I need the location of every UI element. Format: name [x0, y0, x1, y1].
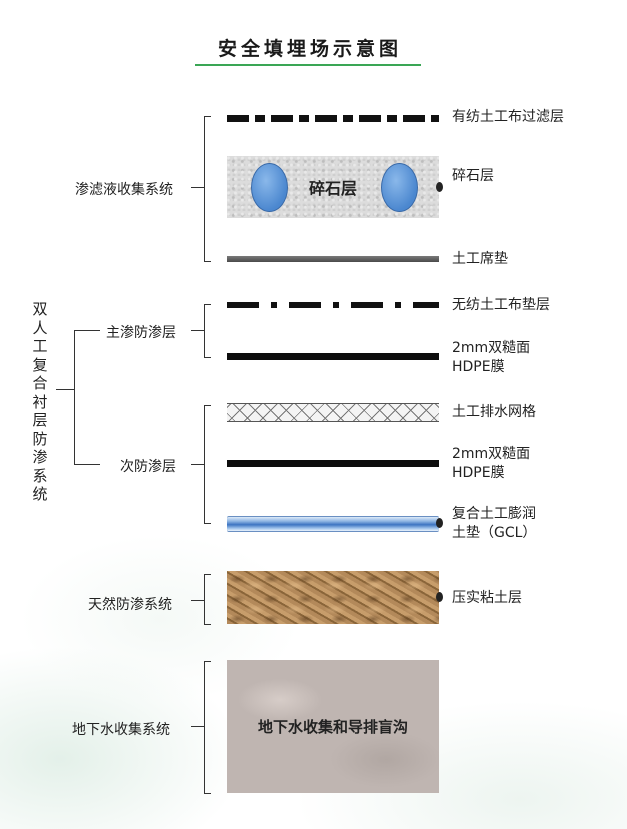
branch-primary — [74, 330, 100, 331]
label-hdpe-secondary-line2: HDPE膜 — [452, 465, 505, 481]
layer-edge-marker — [436, 592, 443, 602]
primary-bracket-tick — [191, 330, 204, 331]
layer-edge-marker — [436, 518, 443, 528]
leachate-bracket-tick — [191, 187, 204, 188]
groundwater-bracket — [204, 661, 211, 794]
title-underline — [195, 64, 421, 66]
gcl-layer — [227, 516, 443, 532]
layer-edge-marker — [436, 182, 443, 192]
page-title: 安全填埋场示意图 — [217, 38, 402, 60]
gravel-layer-text: 碎石层 — [308, 179, 357, 198]
label-compacted-clay: 压实粘土层 — [452, 590, 522, 606]
nonwoven-cushion-layer — [227, 302, 439, 308]
natural-bracket-tick — [191, 600, 204, 601]
groundwater-bracket-tick — [191, 726, 204, 727]
group-label-natural: 天然防渗系统 — [88, 597, 172, 613]
main-system-label: 双人工复合衬层防渗系统 — [32, 300, 48, 503]
label-gcl-line2: 土垫（GCL） — [452, 525, 537, 541]
hdpe-membrane-primary — [227, 353, 439, 360]
natural-bracket — [204, 574, 211, 625]
main-connector — [56, 389, 74, 390]
geo-mat-layer — [227, 256, 439, 262]
drain-pipe — [381, 163, 418, 212]
group-label-secondary: 次防渗层 — [120, 459, 176, 475]
branch-secondary — [74, 464, 100, 465]
group-label-primary: 主渗防渗层 — [106, 325, 176, 341]
secondary-bracket-tick — [191, 464, 204, 465]
label-hdpe-secondary-line1: 2mm双糙面 — [452, 446, 531, 462]
secondary-bracket — [204, 405, 211, 524]
label-gcl-line1: 复合土工膨润 — [452, 506, 536, 522]
gravel-layer: 碎石层 — [227, 156, 443, 218]
label-drain-net: 土工排水网格 — [452, 404, 536, 420]
compacted-clay-layer — [227, 571, 443, 624]
label-hdpe-primary-line2: HDPE膜 — [452, 359, 505, 375]
leachate-bracket — [204, 116, 211, 262]
label-hdpe-primary-line1: 2mm双糙面 — [452, 340, 531, 356]
primary-bracket — [204, 304, 211, 358]
group-label-groundwater: 地下水收集系统 — [72, 722, 170, 738]
woven-filter-layer — [227, 115, 439, 122]
label-geo-mat: 土工席垫 — [452, 251, 508, 267]
main-branch-line — [74, 330, 75, 464]
groundwater-layer-text: 地下水收集和导排盲沟 — [257, 718, 408, 736]
group-label-leachate: 渗滤液收集系统 — [75, 182, 173, 198]
label-gravel: 碎石层 — [452, 168, 494, 184]
hdpe-membrane-secondary — [227, 460, 439, 467]
drain-pipe — [251, 163, 288, 212]
drain-net-layer — [227, 403, 439, 422]
groundwater-trench-layer: 地下水收集和导排盲沟 — [227, 660, 439, 793]
label-woven-filter: 有纺土工布过滤层 — [452, 109, 564, 125]
label-nonwoven-cushion: 无纺土工布垫层 — [452, 297, 550, 313]
